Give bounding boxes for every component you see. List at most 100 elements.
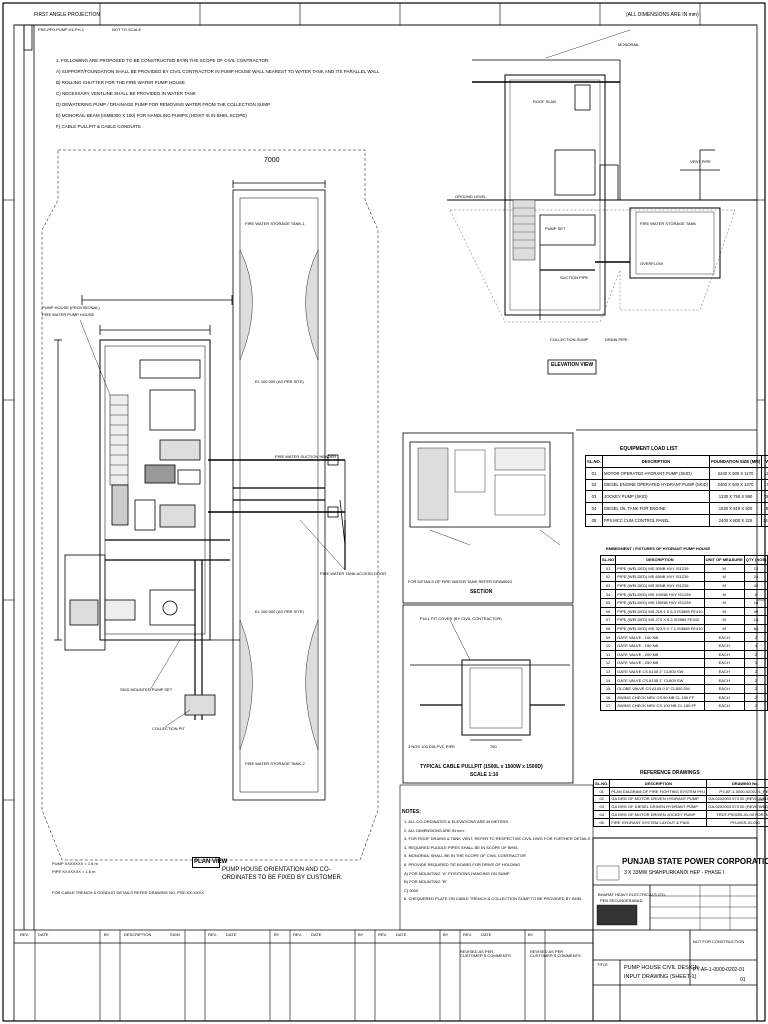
revision-column-label: DATE — [38, 932, 49, 937]
table-cell: M — [703, 623, 745, 634]
table-cell: 18 — [743, 597, 768, 608]
pullpit-dim: 750 — [490, 744, 497, 749]
table-cell: 12 — [743, 563, 768, 574]
note-item: 5. MONORAIL SHALL BE IN THE SCOPE OF CIV… — [404, 853, 526, 859]
table-cell: M — [703, 572, 745, 582]
table-header-cell: FOUNDATION SIZE (MM) — [709, 455, 763, 468]
general-note: C) NECESSARY VENTLINE SHALL BE PROVIDED … — [56, 91, 196, 96]
table-cell: 2 — [743, 701, 768, 711]
drawing-ref-top: PSE-PP0-PUMP-01-PH-1 — [38, 27, 85, 32]
references-title: REFERENCE DRAWINGS — [640, 770, 700, 776]
table-cell: GATE VALVE - 200 NB — [615, 649, 705, 660]
table-cell: GATE VALVE - 100 NB — [615, 632, 705, 642]
table-cell: DIESEL OIL TANK FOR ENGINE — [601, 502, 711, 515]
table-cell: 1230 X 750 X 590 — [709, 490, 763, 504]
table-header-cell: QTY (NOS) — [743, 555, 768, 565]
sheet-status: NOT FOR CONSTRUCTION — [693, 939, 745, 944]
equipment-title: EQUIPMENT LOAD LIST — [620, 446, 678, 452]
client-name: PUNJAB STATE POWER CORPORATION LTD. — [622, 857, 768, 866]
elevation-label: DRAIN PIPE — [605, 337, 628, 342]
table-cell: 30 — [743, 606, 768, 617]
table-cell: 24 — [743, 572, 768, 582]
table-cell: EACH — [703, 692, 745, 703]
notes-title: NOTES: — [402, 809, 421, 815]
table-header-cell: SL.NO. — [585, 455, 603, 468]
tank-center-1: EL 100.000 (AS PER SITE) — [255, 379, 304, 384]
table-cell: M — [703, 580, 745, 591]
table-cell: 14 — [599, 675, 617, 685]
project-name: 3 X 33MW SHAHPURKANDI HEP - PHASE I — [624, 870, 725, 876]
table-cell: FIRE HYDRANT SYSTEM LAYOUT & P&ID — [609, 817, 708, 827]
plan-legend-2: PIPE XXXXXXX = 1.5 m — [52, 869, 96, 874]
table-cell: 03 — [599, 580, 617, 591]
table-cell: 6 — [743, 589, 768, 599]
table-cell: 1200 (MOTOR) — [761, 466, 768, 480]
section-note: FOR DETAILS OF FIRE WATER TANK REFER DRA… — [408, 579, 513, 584]
note-item: 3. FOR ROOF DRAINS & TANK VENT, REFER TO… — [404, 836, 592, 842]
table-cell: GATE VALVE - 250 NB — [615, 658, 705, 668]
drawing-subtitle: INPUT DRAWING (SHEET-1) — [624, 974, 697, 980]
note-item: 4. REQUIRED PUDDLE PIPES SHALL BE IN SCO… — [404, 844, 519, 850]
table-cell: 02 — [592, 794, 611, 804]
table-cell: 830 (FILLED) — [761, 502, 768, 515]
fixtures-title: EMBEDMENT / FIXTURES OF HYDRANT PUMP HOU… — [606, 546, 711, 551]
table-cell: SWING CHECK NRV CS 50 NB CL 150 FF — [615, 692, 705, 703]
table-cell: 11 — [599, 649, 617, 660]
plan-left-label-2: FIRE WATER PUMP HOUSE — [42, 312, 95, 317]
table-cell: M — [703, 606, 745, 617]
section-title: SECTION — [470, 589, 493, 595]
elevation-label: PUMP SET — [545, 226, 566, 231]
elevation-label: FIRE WATER STORAGE TANK — [640, 221, 697, 226]
table-cell: 2 — [743, 632, 768, 642]
plan-legend-1: PUMP XXXXXXX = 1.5 m — [52, 861, 98, 866]
table-cell: PIPE (WELDED) MS 100NB HVY IS1239 — [615, 589, 705, 599]
table-cell: M — [703, 615, 745, 625]
revision-column-label: BY — [274, 932, 280, 937]
revision-column-label: REV. — [208, 932, 217, 937]
plan-valve-label: FIRE WATER SUCTION HEADER — [275, 454, 337, 459]
table-cell: PH-MGS-01-001 — [706, 817, 768, 827]
table-cell: 03 — [592, 802, 611, 812]
table-cell: EACH — [703, 675, 745, 685]
ground-level-label: GROUND LEVEL — [455, 194, 487, 199]
units-note: (ALL DIMENSIONS ARE IN mm) — [626, 12, 699, 18]
table-cell: 04 — [592, 810, 611, 819]
table-cell: 15 — [599, 683, 617, 694]
table-cell: PIPE (WELDED) MS 150NB HVY IS1239 — [615, 597, 705, 608]
tank-label-top: FIRE WATER STORAGE TANK-1 — [245, 221, 305, 226]
elevation-label: COLLECTION SUMP — [550, 337, 589, 342]
plan-left-label-1: PUMP HOUSE (PROVISIONAL) — [42, 305, 100, 310]
table-cell: 04 — [599, 589, 617, 599]
plan-bottom-label-1: SKID MOUNTED PUMP SET — [120, 687, 173, 692]
table-cell: M — [703, 563, 745, 574]
table-cell: 06 — [599, 606, 617, 617]
general-note: D) DEWATERING PUMP / DRAINAGE PUMP FOR R… — [56, 102, 271, 107]
general-note: 1. FOLLOWING ARE PROPOSED TO BE CONSTRUC… — [56, 58, 270, 63]
table-cell: GA-0202003 573 00 (REVIEWED MARK) — [706, 794, 768, 804]
table-cell: 12 — [599, 658, 617, 668]
note-item: 1. ALL CO-ORDINATES & ELEVATIONS ARE IN … — [404, 819, 510, 824]
table-cell: 4 — [743, 640, 768, 651]
revision-column-label: REV. — [293, 932, 302, 937]
note-item: C) 3000 — [404, 887, 419, 893]
table-cell: PIPE (WELDED) MS 65NB HVY IS1239 — [615, 572, 705, 582]
table-cell: EACH — [703, 666, 745, 677]
revision-number: 01 — [740, 977, 746, 983]
table-header-cell: DRAWING No. — [706, 779, 768, 788]
table-cell: M — [703, 597, 745, 608]
pullpit-title: TYPICAL CABLE PULLPIT (1500L x 1500W x 1… — [420, 764, 543, 770]
table-cell: GATE VALVE CS A105 1" CL800 SW — [615, 675, 705, 685]
revision-column-label: BY — [443, 932, 449, 937]
